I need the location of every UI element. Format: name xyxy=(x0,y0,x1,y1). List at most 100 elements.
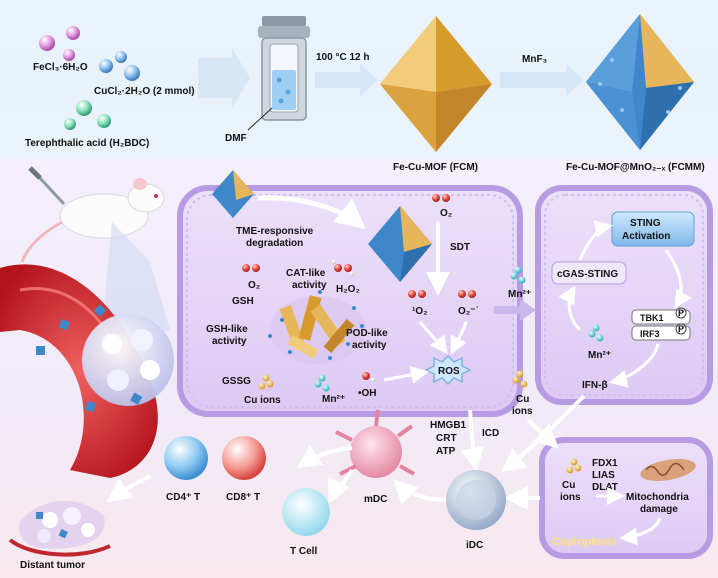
mn-label: Mn²⁺ xyxy=(322,394,345,405)
t-cell-icon xyxy=(282,488,330,536)
cuproptosis-label: Cuproptosis xyxy=(552,536,617,548)
gene-lias-label: LIAS xyxy=(592,470,615,481)
cd8-cell-icon xyxy=(222,436,266,480)
mn-ions-icon xyxy=(510,266,526,284)
flow-arrow xyxy=(296,444,353,469)
pod-label-line2: activity xyxy=(352,340,387,351)
o2-molecule-icon xyxy=(242,264,260,272)
mito-label-line2: damage xyxy=(640,504,678,515)
damp-crt-label: CRT xyxy=(436,433,457,444)
flow-arrow xyxy=(460,409,484,472)
ifn-label: IFN-β xyxy=(582,380,608,391)
mdc-cell-icon xyxy=(335,409,415,478)
tme-label-line1: TME-responsive xyxy=(236,226,314,237)
oh-label: •OH xyxy=(358,388,377,399)
sdt-label: SDT xyxy=(450,242,470,253)
reagent-ball-blue xyxy=(99,59,113,73)
cu-ions-label: Cu ions xyxy=(244,395,281,406)
ros-arrow xyxy=(450,321,468,355)
degraded-nanoparticle-cluster xyxy=(268,290,366,364)
cupro-cu-line1: Cu xyxy=(562,480,575,491)
cd8-label: CD8⁺ T xyxy=(226,492,260,503)
o2-top-label: O₂ xyxy=(440,208,452,219)
sting-activation-line1: STING xyxy=(630,218,661,229)
tme-label-line2: degradation xyxy=(246,238,303,249)
uptake-arrow xyxy=(257,195,366,230)
flow-arrow xyxy=(198,48,250,108)
phospho-icon xyxy=(675,307,687,335)
o2-label: O₂ xyxy=(248,280,260,291)
fcmm-octahedron-icon xyxy=(586,14,694,150)
cat-label-line1: CAT-like xyxy=(286,268,326,279)
tcell-label: T Cell xyxy=(290,546,317,557)
cgas-sting-box xyxy=(551,261,627,285)
reagent-ball-blue xyxy=(124,65,140,81)
solvent-label: DMF xyxy=(225,133,247,144)
pod-label-line1: POD-like xyxy=(346,328,388,339)
idc-cell-icon xyxy=(446,470,506,530)
irf3-label: IRF3 xyxy=(640,329,660,339)
gsh-label: GSH xyxy=(232,296,254,307)
flow-arrow xyxy=(500,64,584,96)
reagent-cucl2-label: CuCl₂·2H₂O (2 mmol) xyxy=(94,86,195,97)
cd4-cell-icon xyxy=(164,436,208,480)
ros-burst-icon xyxy=(424,354,472,386)
superoxide-icon xyxy=(458,290,476,298)
sting-cycle-arrow xyxy=(609,343,660,388)
gsh-like-label-line1: GSH-like xyxy=(206,324,248,335)
dmf-pointer xyxy=(247,107,273,131)
phospho-label: P xyxy=(678,308,684,318)
o2-molecule-icon xyxy=(432,194,450,202)
fcmm-particle-icon xyxy=(212,170,254,218)
mito-label-line1: Mitochondria xyxy=(626,492,689,503)
tbk1-irf3-box xyxy=(631,309,691,341)
mn-transfer-label: Mn²⁺ xyxy=(508,289,531,300)
cd4-label: CD4⁺ T xyxy=(166,492,200,503)
reagent-ball-pink xyxy=(66,26,80,40)
cupro-arrow xyxy=(619,517,662,546)
reagent-ball-pink xyxy=(63,49,75,61)
gssg-label: GSSG xyxy=(222,376,251,387)
cu-ions-icon xyxy=(512,370,528,388)
product1-label: Fe-Cu-MOF (FCM) xyxy=(393,162,478,173)
gene-fdx1-label: FDX1 xyxy=(592,458,618,469)
flow-arrow xyxy=(526,418,559,449)
mn-ions-icon xyxy=(588,324,604,342)
mitochondria-icon xyxy=(640,459,696,481)
flow-arrow xyxy=(315,64,378,96)
mouse-illustration xyxy=(20,166,165,263)
distant-tumor-icon xyxy=(8,500,111,557)
autoclave-icon xyxy=(258,16,310,121)
sting-cycle-arrow xyxy=(558,285,582,332)
cupro-cu-line2: ions xyxy=(560,492,581,503)
sting-cycle-arrow xyxy=(578,220,613,261)
mn-ions-icon xyxy=(314,374,330,392)
ros-label: ROS xyxy=(438,366,460,377)
phospho-label: P xyxy=(678,324,684,334)
reagent2-label: MnF₃ xyxy=(522,54,548,65)
blood-vessel xyxy=(0,264,174,478)
sting-mn-label: Mn²⁺ xyxy=(588,350,611,361)
distant-tumor-label: Distant tumor xyxy=(20,560,85,571)
sting-activation-line2: Activation xyxy=(622,231,670,242)
damp-atp-label: ATP xyxy=(436,446,456,457)
immune-cu-line1: Cu xyxy=(516,394,529,405)
reagent-ball-green xyxy=(97,114,111,128)
idc-label: iDC xyxy=(466,540,483,551)
sting-cycle-arrow xyxy=(664,249,692,309)
flow-arrow xyxy=(393,479,447,505)
reaction-condition-label: 100 °C 12 h xyxy=(316,52,369,63)
oh-arrow xyxy=(383,365,429,384)
reagent-h2bdc-label: Terephthalic acid (H₂BDC) xyxy=(25,138,149,149)
superoxide-label: O₂⁻˙ xyxy=(458,306,479,317)
reagent-ball-green xyxy=(64,118,76,130)
h2o2-molecule-icon xyxy=(331,259,355,277)
oh-radical-icon xyxy=(362,372,376,383)
immune-cu-line2: ions xyxy=(512,406,533,417)
fcmm-octahedron-cell-icon xyxy=(368,206,432,282)
cgas-sting-label: cGAS-STING xyxy=(557,269,618,280)
cu-ions-icon xyxy=(566,458,582,474)
synthesis-panel: FeCl₃·6H₂O CuCl₂·2H₂O (2 mmol) Terephtha… xyxy=(25,14,705,173)
